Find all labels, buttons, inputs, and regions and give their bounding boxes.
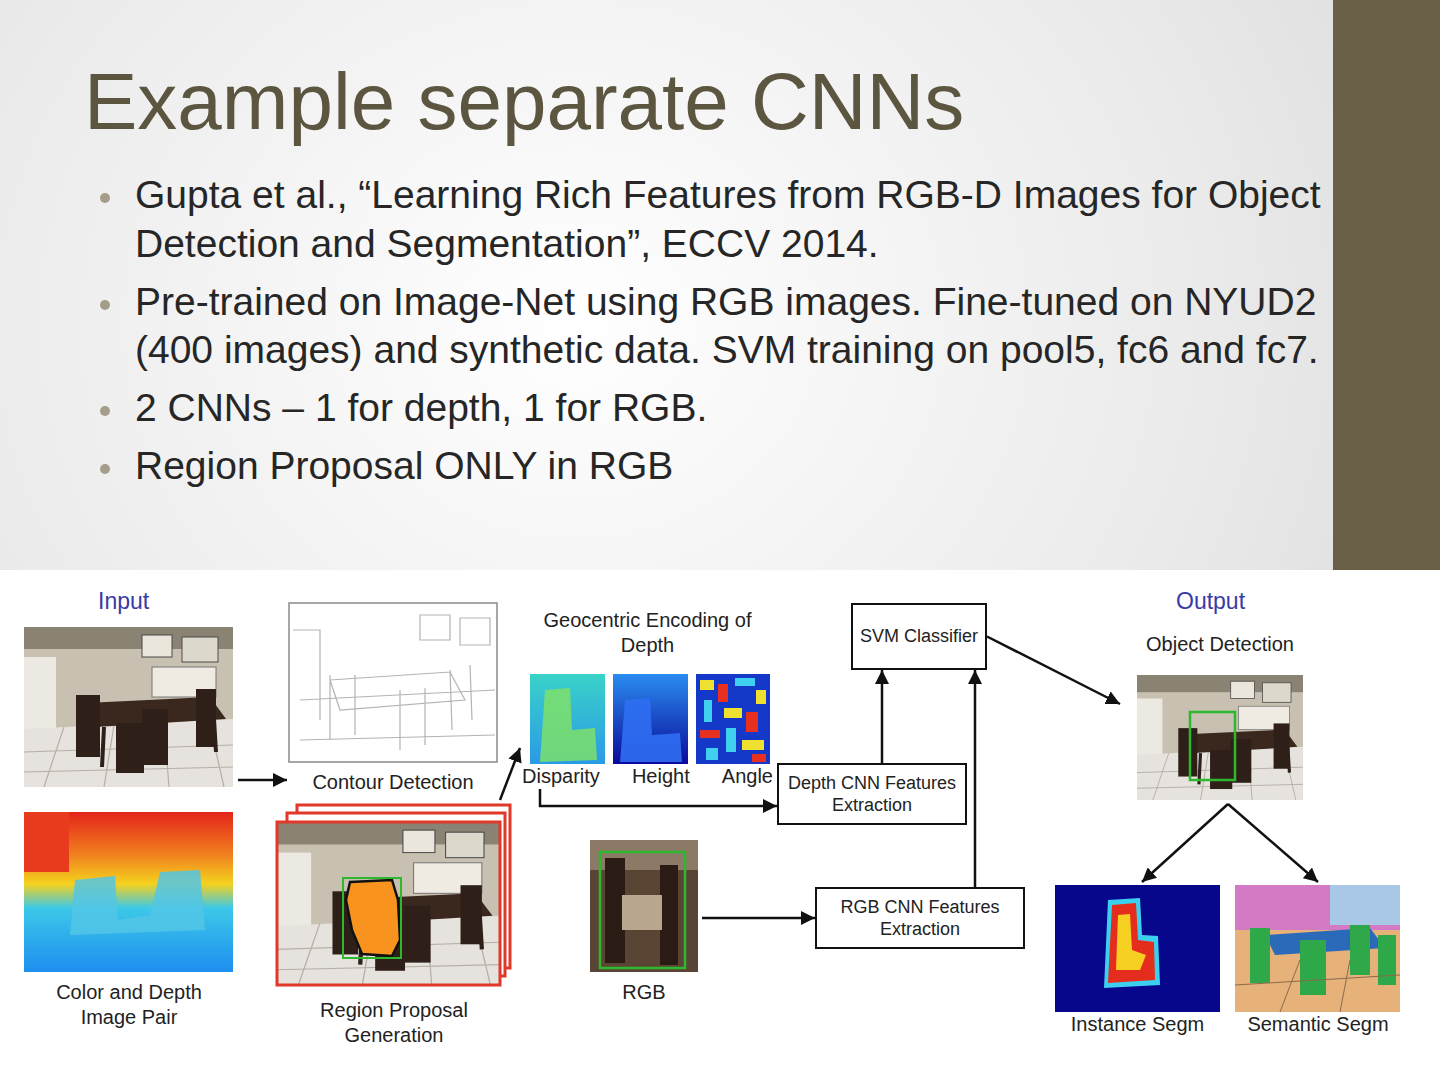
node-text: Contour Detection — [287, 770, 499, 795]
flow-arrow — [987, 637, 1120, 705]
node-text: Depth CNN Features Extraction — [785, 772, 959, 817]
bullet-list: Gupta et al., “Learning Rich Features fr… — [135, 171, 1330, 500]
flow-arrow — [1228, 804, 1318, 882]
diagram-ground — [0, 570, 1440, 1080]
node-text: Object Detection — [1120, 632, 1320, 657]
node-text: Geocentric Encoding of Depth — [540, 608, 755, 658]
node-text: RGB CNN Features Extraction — [823, 896, 1017, 941]
node-text: Region Proposal Generation — [307, 998, 482, 1048]
bullet-item: Region Proposal ONLY in RGB — [135, 442, 1330, 491]
process-box: RGB CNN Features Extraction — [815, 887, 1025, 949]
flow-arrow — [540, 789, 777, 806]
bullet-item: Gupta et al., “Learning Rich Features fr… — [135, 171, 1330, 269]
detection-photo — [1137, 675, 1303, 800]
bullet-dot — [100, 464, 110, 474]
region-proposal-stack — [277, 805, 510, 985]
flow-arrow — [702, 917, 815, 920]
image-panel: Object Detection — [1120, 632, 1320, 804]
node-text: Color and Depth Image Pair — [49, 980, 209, 1030]
encoding-panel: Geocentric Encoding of DepthDisparity Hei… — [520, 608, 775, 789]
instance-segmentation — [1055, 885, 1220, 1012]
image-panel: Contour Detection — [287, 600, 499, 796]
bullet-text: Region Proposal ONLY in RGB — [135, 442, 1330, 491]
node-text: Semantic Segm — [1232, 1012, 1404, 1037]
node-text: RGB — [586, 980, 702, 1005]
channel-label: Disparity — [522, 764, 600, 789]
process-box: Depth CNN Features Extraction — [777, 763, 967, 825]
channel-label: Angle — [722, 764, 773, 789]
channel-labels: Disparity Height Angle — [520, 764, 775, 789]
flow-arrow — [500, 748, 520, 800]
process-box: SVM Classifier — [851, 603, 987, 670]
image-panel: Semantic Segm — [1232, 882, 1404, 1042]
geocentric-panels — [530, 674, 770, 764]
rgb-crop — [590, 840, 698, 972]
semantic-segmentation — [1235, 885, 1400, 1012]
image-panel: RGB — [586, 838, 702, 1008]
flow-arrow — [881, 670, 884, 763]
input-depth — [24, 812, 233, 972]
image-panel: Region Proposal Generation — [274, 800, 514, 1050]
bullet-item: Pre-trained on Image-Net using RGB image… — [135, 278, 1330, 376]
bullet-item: 2 CNNs – 1 for depth, 1 for RGB. — [135, 384, 1330, 433]
contour-image — [289, 603, 497, 762]
bullet-dot — [100, 300, 110, 310]
slide-title: Example separate CNNs — [84, 58, 964, 146]
bullet-text: Pre-trained on Image-Net using RGB image… — [135, 278, 1330, 376]
flow-arrow — [1142, 804, 1228, 882]
flow-arrow — [238, 779, 287, 782]
bullet-dot — [100, 193, 110, 203]
column-heading: Input — [98, 588, 149, 615]
bullet-dot — [100, 406, 110, 416]
flow-arrow — [974, 670, 977, 887]
column-heading: Output — [1176, 588, 1245, 615]
image-panel: Color and Depth Image Pair — [20, 622, 238, 1042]
node-text: SVM Classifier — [860, 625, 978, 648]
bullet-text: Gupta et al., “Learning Rich Features fr… — [135, 171, 1330, 269]
channel-label: Height — [632, 764, 690, 789]
node-text: Instance Segm — [1050, 1012, 1225, 1037]
side-bar — [1333, 0, 1440, 572]
image-panel: Instance Segm — [1050, 882, 1225, 1042]
input-photo — [24, 627, 233, 787]
bullet-text: 2 CNNs – 1 for depth, 1 for RGB. — [135, 384, 1330, 433]
